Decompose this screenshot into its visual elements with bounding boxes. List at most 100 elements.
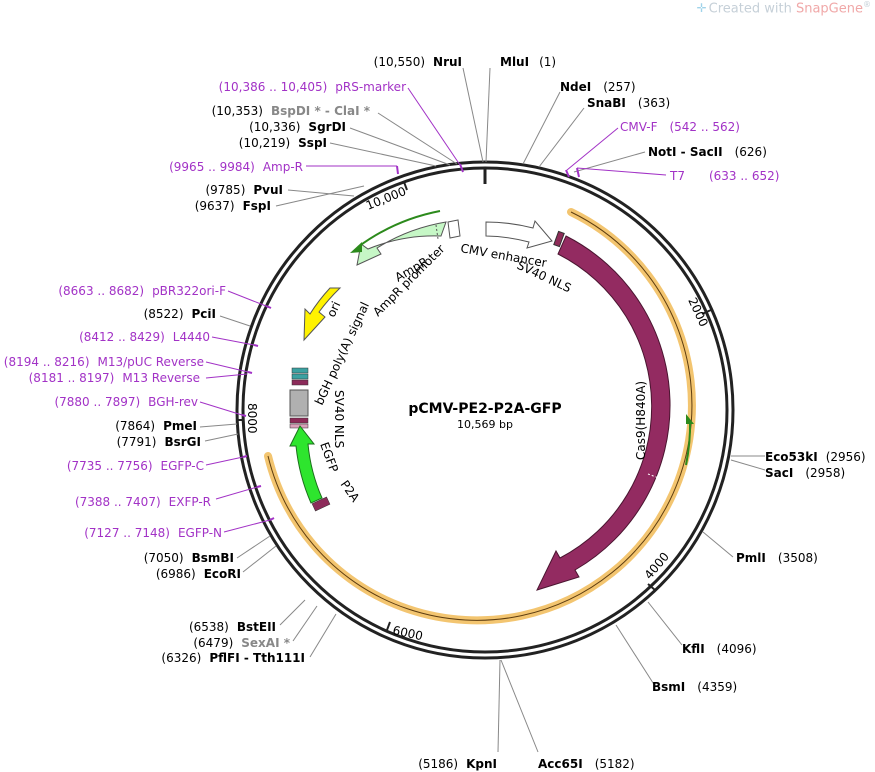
ori-arrow (303, 287, 342, 342)
ampr-direction-arrow (357, 210, 441, 248)
site-nrui: (10,550)NruI (374, 55, 462, 69)
leader-saci (730, 459, 766, 471)
site-saci: SacI(2958) (765, 466, 845, 480)
leader-pflfi (309, 613, 337, 658)
primer-line-exfp-r (215, 486, 258, 500)
site-noti-sacii: NotI - SacII(626) (648, 145, 767, 159)
orf-direction-arrowhead (686, 414, 694, 424)
p2a-marker (311, 496, 331, 512)
tick-label-6000: 6000 (391, 623, 424, 643)
primer-m13-reverse: (8181 .. 8197)M13 Reverse (29, 371, 200, 385)
primer-mark-t7 (576, 167, 580, 178)
sv40-inner-marker (289, 417, 309, 424)
orf-arc-inner (267, 211, 693, 621)
snapgene-watermark: ✛Created with SnapGene® (696, 0, 871, 17)
leader-sspi (329, 142, 437, 167)
primer-line-cmv-f (566, 127, 619, 171)
bgh-marker-b (291, 373, 309, 380)
primer-l4440: (8412 .. 8429)L4440 (79, 330, 210, 344)
tick-mark-4000 (647, 583, 656, 591)
tick-mark-2000 (701, 309, 712, 315)
site-bsteii: (6538)BstEII (189, 620, 276, 634)
primer-mark-m13puc (247, 371, 253, 374)
cas9-arrow (536, 235, 671, 591)
primer-mark-l4440 (253, 344, 259, 347)
leader-kfli (647, 601, 683, 646)
snapgene-logo-icon: ✛ (696, 1, 707, 16)
leader-nrui (462, 67, 484, 163)
primer-mark-prs (459, 163, 464, 173)
leader-sexai (292, 605, 318, 642)
primer-exfp-r: (7388 .. 7407)EXFP-R (75, 495, 211, 509)
site-sgrdi: (10,336)SgrDI (249, 120, 346, 134)
primer-mark-exfp-r (256, 485, 262, 488)
primer-mark-amp-r (396, 165, 399, 175)
site-pmei: (7864)PmeI (115, 419, 197, 433)
primer-cmv-f: CMV-F(542 .. 562) (620, 120, 740, 134)
site-leader-lines (199, 67, 766, 753)
site-eco53ki: Eco53kI(2956) (765, 450, 866, 464)
site-acc65i: Acc65I(5182) (538, 757, 635, 771)
primer-line-bgh-rev (199, 401, 243, 416)
leader-mlui (485, 67, 491, 163)
site-pmli: PmlI(3508) (736, 551, 818, 565)
feature-cas9: Cas9(H840A) (634, 381, 648, 460)
site-bsrgi: (7791)BsrGI (117, 435, 201, 449)
primer-mark-egfp-n (269, 517, 275, 521)
leader-ecori (242, 545, 277, 573)
primer-m13puc-reverse: (8194 .. 8216)M13/pUC Reverse (4, 355, 204, 369)
feature-p2a: P2A (338, 478, 363, 506)
site-sexai: (6479)SexAI * (193, 636, 290, 650)
primer-egfp-c: (7735 .. 7756)EGFP-C (67, 459, 204, 473)
primer-mark-pbr322 (265, 305, 272, 309)
site-ndei: NdeI(257) (560, 80, 636, 94)
sv40-top-marker (553, 230, 565, 248)
primer-leader-lines (199, 87, 667, 533)
site-snabi: SnaBI(363) (587, 96, 670, 110)
tick-label-8000: 8000 (245, 403, 259, 434)
leader-bsteii (279, 599, 306, 626)
primer-t7: T7(633 .. 652) (669, 169, 779, 183)
primer-line-pbr322ori-f (227, 290, 267, 307)
leader-pmei (199, 423, 238, 428)
cas9-dotted-boundary (647, 473, 665, 481)
leader-snabi (538, 107, 585, 168)
primer-binding-marks (241, 163, 580, 521)
primer-line-egfp-c (205, 456, 244, 466)
primer-pbr322ori-f: (8663 .. 8682)pBR322ori-F (58, 284, 226, 298)
site-pcii: (8522)PciI (144, 307, 216, 321)
primer-prs-marker: (10,386 .. 10,405)pRS-marker (219, 80, 406, 94)
ampr-arrow (356, 221, 447, 266)
leader-kpni (497, 659, 501, 753)
leader-pmli (702, 531, 734, 558)
plasmid-size: 10,569 bp (457, 418, 513, 431)
cmv-enhancer-arrow (485, 219, 553, 249)
primer-line-m13puc (205, 361, 249, 373)
site-pvui: (9785)PvuI (205, 183, 283, 197)
tick-mark-6000 (386, 621, 391, 631)
site-bspdi-clai: (10,353)BspDI * - ClaI * (212, 104, 371, 118)
primer-mark-egfp-c (242, 455, 248, 458)
primer-bgh-rev: (7880 .. 7897)BGH-rev (54, 395, 198, 409)
bgh-marker-c (291, 379, 309, 386)
leader-ndei (522, 91, 561, 165)
primer-amp-r: (9965 .. 9984)Amp-R (169, 160, 303, 174)
leader-pvui (287, 189, 355, 197)
primer-mark-bgh (241, 414, 247, 417)
leader-bspdi (377, 112, 458, 165)
plasmid-name: pCMV-PE2-P2A-GFP (408, 401, 561, 417)
site-ecori: (6986)EcoRI (156, 567, 241, 581)
leader-fspi (275, 185, 365, 207)
primer-line-m13rev (205, 373, 248, 379)
primer-line-egfp-n (223, 519, 271, 533)
primer-line-l4440 (211, 336, 255, 346)
leader-bsmbi (236, 535, 271, 559)
primer-line-prs-marker (407, 87, 461, 166)
tick-mark-10000 (403, 181, 408, 191)
primer-egfp-n: (7127 .. 7148)EGFP-N (84, 526, 222, 540)
site-fspi: (9637)FspI (195, 199, 271, 213)
site-mlui: MluI(1) (500, 55, 556, 69)
leader-sgrdi (349, 127, 451, 166)
backbone (235, 160, 735, 660)
